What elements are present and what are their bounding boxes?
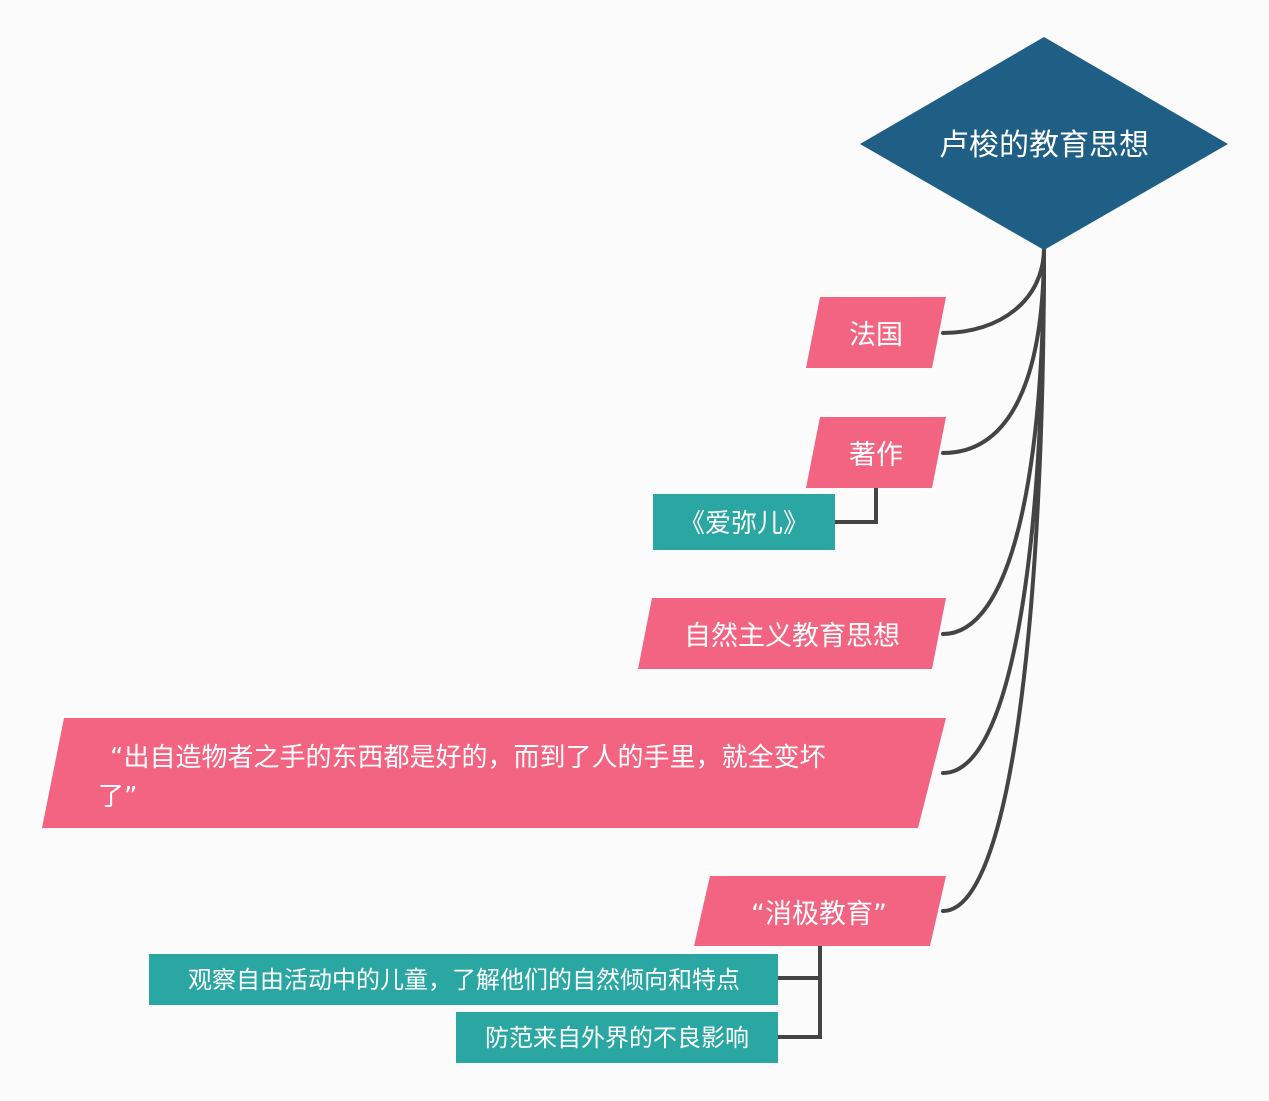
leaf-node-observe[interactable]: 观察自由活动中的儿童，了解他们的自然倾向和特点 — [149, 954, 778, 1005]
connector-branch-3 — [941, 246, 1046, 636]
branch-shape — [806, 417, 946, 488]
branch-node-works[interactable]: 著作 — [806, 417, 946, 488]
leaf-node-aimier[interactable]: 《爱弥儿》 — [653, 494, 835, 550]
branch-shape — [42, 718, 946, 828]
leaf-shape — [653, 494, 835, 550]
connector-branch-1 — [941, 246, 1046, 335]
connector-branch-5 — [941, 246, 1046, 913]
branch-node-france[interactable]: 法国 — [806, 297, 946, 368]
leaf-connectors — [778, 488, 878, 1039]
connector-leaf-aimier — [834, 488, 878, 524]
root-node[interactable]: 卢梭的教育思想 — [860, 37, 1228, 250]
root-connectors — [941, 246, 1046, 913]
connector-branch-2 — [941, 246, 1046, 455]
leaf-node-prevent[interactable]: 防范来自外界的不良影响 — [456, 1012, 778, 1063]
leaf-shape — [456, 1012, 778, 1063]
branch-shape — [806, 297, 946, 368]
branch-label: 法国 — [849, 320, 903, 351]
branch-node-naturalism[interactable]: 自然主义教育思想 — [638, 598, 946, 669]
branch-label-quote: “出自造物者之手的东西都是好的，而到了人的手里，就全变坏 了” — [98, 743, 834, 812]
quote-line-1: “出自造物者之手的东西都是好的，而到了人的手里，就全变坏 — [110, 743, 825, 773]
leaf-label: 防范来自外界的不良影响 — [485, 1024, 749, 1052]
connector-branch-4 — [941, 246, 1046, 775]
branch-node-negative-education[interactable]: “消极教育” — [694, 876, 946, 946]
root-shape — [860, 37, 1228, 250]
branch-label: 著作 — [849, 440, 903, 471]
root-label: 卢梭的教育思想 — [939, 128, 1149, 163]
quote-line-2: 了” — [98, 782, 137, 812]
branch-label: “消极教育” — [751, 899, 887, 930]
branch-label: 自然主义教育思想 — [684, 621, 900, 652]
branch-shape — [694, 876, 946, 946]
leaf-label: 《爱弥儿》 — [679, 509, 809, 539]
branch-shape — [638, 598, 946, 669]
leaf-label: 观察自由活动中的儿童，了解他们的自然倾向和特点 — [188, 966, 740, 994]
leaf-shape — [149, 954, 778, 1005]
branch-node-quote[interactable]: “出自造物者之手的东西都是好的，而到了人的手里，就全变坏 了” — [42, 718, 946, 828]
connector-leaf-observe — [778, 946, 822, 1039]
